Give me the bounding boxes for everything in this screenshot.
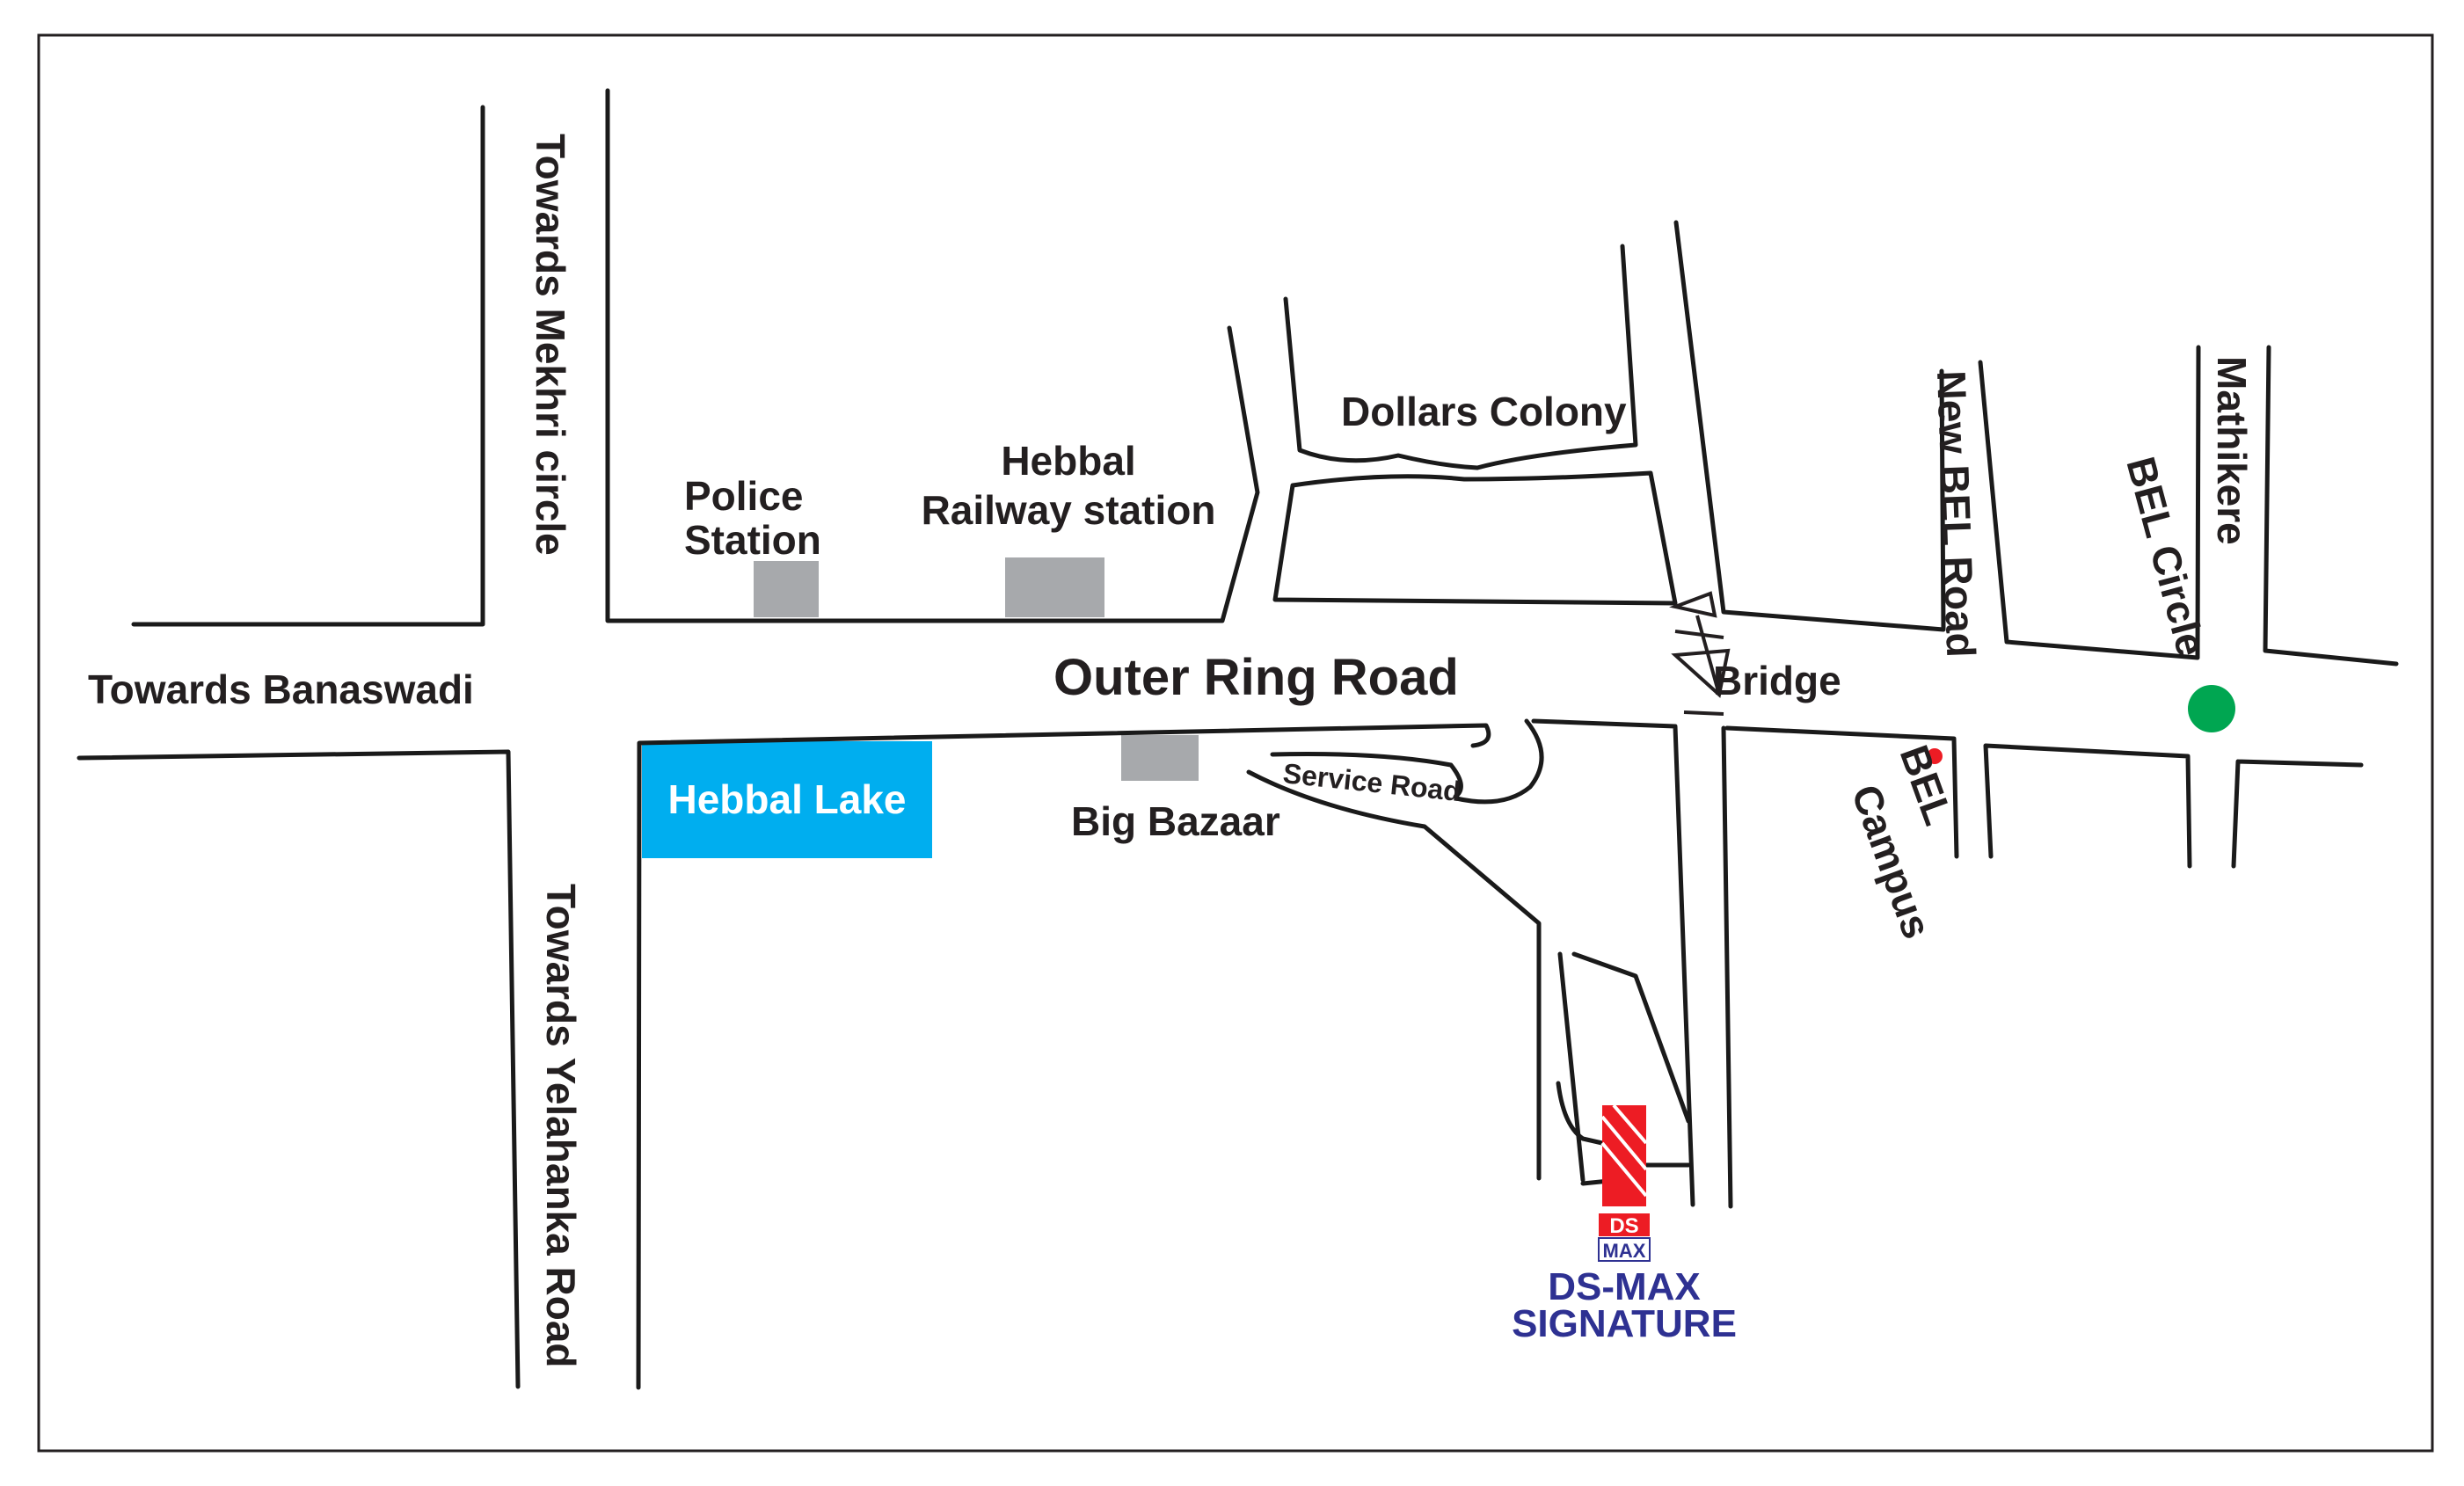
bridge-label: Bridge	[1713, 658, 1841, 703]
road-orr-south-west	[77, 749, 521, 1389]
road-ramp-inner	[1557, 951, 1691, 1183]
hebbal-lake-block	[642, 741, 932, 858]
outer-ring-road-label: Outer Ring Road	[1053, 649, 1459, 706]
big-bazaar-label: Big Bazaar	[1071, 798, 1280, 844]
police-station-block	[754, 561, 819, 617]
road-dollars-colony-top	[1283, 244, 1638, 470]
road-service-upper	[1270, 752, 1463, 799]
bel-campus-dot	[1927, 748, 1943, 764]
dollars-colony-label: Dollars Colony	[1341, 389, 1627, 434]
hebbal-lake-label: Hebbal Lake	[668, 776, 907, 822]
railway-station-block	[1005, 557, 1104, 617]
road-bel-south	[1721, 725, 1733, 1209]
towards-mekhri-label: Towards Mekhri circle	[528, 134, 573, 556]
destination-label-1: DS-MAX	[1548, 1265, 1701, 1308]
road-bel-campus	[1724, 725, 1959, 859]
map-frame	[37, 33, 2434, 1453]
bel-campus-label-1: BEL	[1892, 739, 1962, 831]
road-mekhri-left	[131, 105, 485, 627]
road-bridge-north	[1673, 220, 1946, 632]
road-dollars-colony-block	[1272, 470, 1678, 606]
road-ramp-east	[1531, 718, 1695, 1207]
police-station-label-1: Police	[684, 473, 804, 519]
bridge-icon	[1668, 591, 1731, 716]
dsmax-logo-bottom: MAX	[1603, 1240, 1646, 1262]
dsmax-logo-top: DS	[1609, 1214, 1638, 1238]
road-ramp-west	[1454, 718, 1544, 805]
bel-circle-dot	[2188, 685, 2235, 732]
road-orr-south-main	[636, 723, 1491, 1390]
mathikere-label: Mathikere	[2209, 356, 2255, 545]
railway-station-label-1: Hebbal	[1001, 438, 1135, 484]
towards-banaswadi-label: Towards Banaswadi	[88, 667, 474, 712]
road-mathikere-south	[2231, 759, 2364, 869]
railway-station-label-2: Railway station	[922, 487, 1216, 533]
dsmax-tower-logo: DS MAX	[1598, 1104, 1651, 1262]
road-new-bel-east	[1978, 345, 2201, 660]
destination-label-2: SIGNATURE	[1512, 1302, 1737, 1345]
road-mathikere-east	[2263, 345, 2399, 667]
road-mekhri-right	[605, 88, 1260, 623]
road-service-lower	[1246, 769, 1542, 1181]
big-bazaar-block	[1121, 735, 1199, 781]
road-network	[77, 88, 2399, 1390]
new-bel-road-label: New BEL Road	[1928, 370, 1984, 659]
police-station-label-2: Station	[684, 517, 821, 563]
towards-yelahanka-label: Towards Yelahanka Road	[538, 884, 584, 1368]
road-bel-south-east	[1983, 743, 2192, 869]
